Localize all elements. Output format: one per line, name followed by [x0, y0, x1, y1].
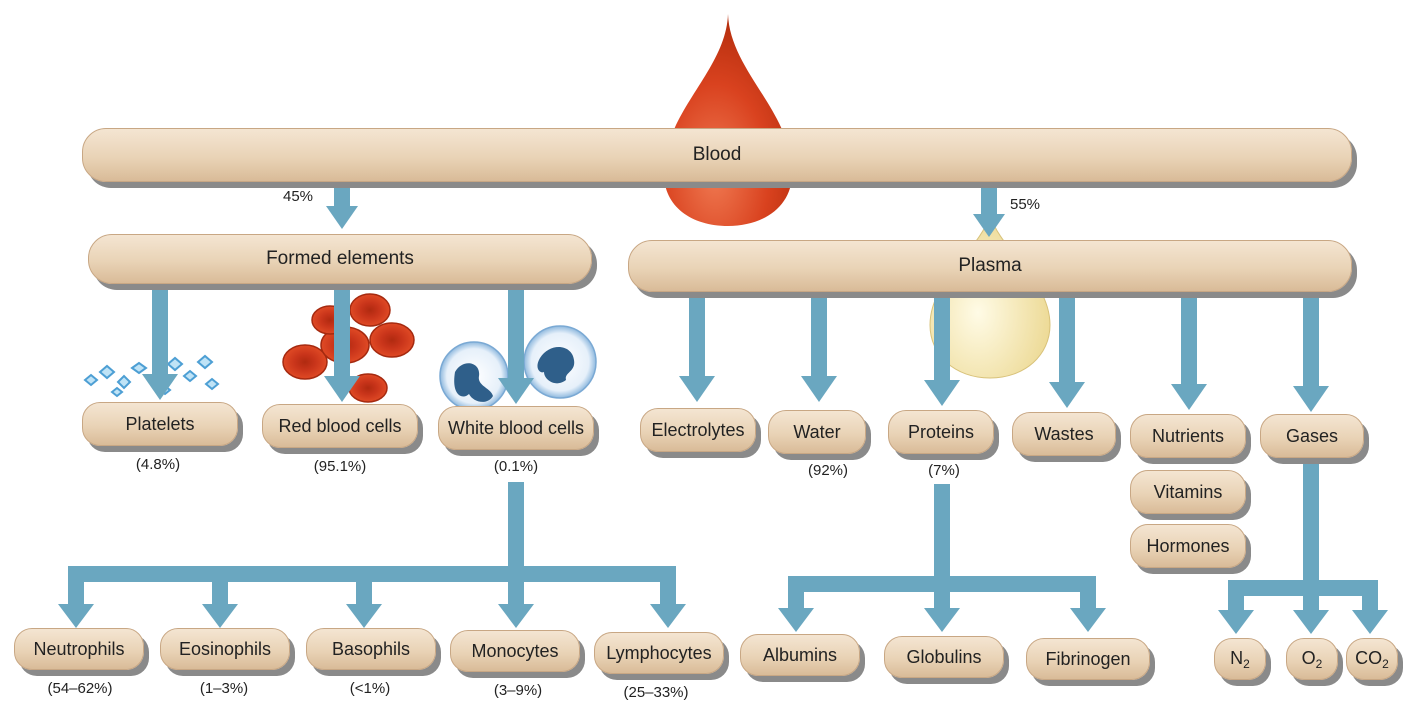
monocytes-label: Monocytes: [471, 641, 558, 662]
neutrophils-box: Neutrophils: [14, 628, 144, 670]
gases-box: Gases: [1260, 414, 1364, 458]
water-box: Water: [768, 410, 866, 454]
nutrients-label: Nutrients: [1152, 426, 1224, 447]
lymphocytes-percent: (25–33%): [623, 684, 688, 701]
proteins-box: Proteins: [888, 410, 994, 454]
proteins-percent: (7%): [928, 462, 960, 479]
blood-drop-illustration: [664, 14, 792, 226]
gases-label: Gases: [1286, 426, 1338, 447]
nutrients-box: Nutrients: [1130, 414, 1246, 458]
eosinophils-label: Eosinophils: [179, 639, 271, 660]
water-percent: (92%): [808, 462, 848, 479]
proteins-label: Proteins: [908, 422, 974, 443]
formed-elements-percent: 45%: [283, 188, 313, 205]
globulins-box: Globulins: [884, 636, 1004, 678]
neutrophils-percent: (54–62%): [47, 680, 112, 697]
electrolytes-box: Electrolytes: [640, 408, 756, 452]
platelets-box: Platelets: [82, 402, 238, 446]
carbon-dioxide-label: CO2: [1355, 648, 1389, 671]
electrolytes-label: Electrolytes: [651, 420, 744, 441]
vitamins-box: Vitamins: [1130, 470, 1246, 514]
hormones-box: Hormones: [1130, 524, 1246, 568]
wastes-box: Wastes: [1012, 412, 1116, 456]
blood-label: Blood: [693, 144, 742, 166]
blood-bar: Blood: [82, 128, 1352, 182]
plasma-bar: Plasma: [628, 240, 1352, 292]
eosinophils-percent: (1–3%): [200, 680, 248, 697]
red-blood-cells-box: Red blood cells: [262, 404, 418, 448]
plasma-percent: 55%: [1010, 196, 1040, 213]
white-blood-cells-box: White blood cells: [438, 406, 594, 450]
neutrophils-label: Neutrophils: [33, 639, 124, 660]
lymphocytes-label: Lymphocytes: [606, 643, 711, 664]
monocytes-box: Monocytes: [450, 630, 580, 672]
white-blood-cells-percent: (0.1%): [494, 458, 538, 475]
white-blood-cells-label: White blood cells: [448, 418, 584, 439]
basophils-box: Basophils: [306, 628, 436, 670]
lymphocytes-box: Lymphocytes: [594, 632, 724, 674]
red-blood-cells-percent: (95.1%): [314, 458, 367, 475]
globulins-label: Globulins: [906, 647, 981, 668]
carbon-dioxide-box: CO2: [1346, 638, 1398, 680]
nitrogen-label: N2: [1230, 648, 1250, 671]
oxygen-box: O2: [1286, 638, 1338, 680]
eosinophils-box: Eosinophils: [160, 628, 290, 670]
basophils-percent: (<1%): [350, 680, 390, 697]
basophils-label: Basophils: [332, 639, 410, 660]
plasma-label: Plasma: [958, 255, 1021, 277]
red-blood-cells-label: Red blood cells: [278, 416, 401, 437]
formed-elements-bar: Formed elements: [88, 234, 592, 284]
fibrinogen-box: Fibrinogen: [1026, 638, 1150, 680]
platelets-label: Platelets: [125, 414, 194, 435]
albumins-label: Albumins: [763, 645, 837, 666]
platelets-percent: (4.8%): [136, 456, 180, 473]
oxygen-label: O2: [1302, 648, 1323, 671]
hormones-label: Hormones: [1146, 536, 1229, 557]
monocytes-percent: (3–9%): [494, 682, 542, 699]
formed-elements-label: Formed elements: [266, 248, 414, 270]
albumins-box: Albumins: [740, 634, 860, 676]
nitrogen-box: N2: [1214, 638, 1266, 680]
fibrinogen-label: Fibrinogen: [1045, 649, 1130, 670]
vitamins-label: Vitamins: [1154, 482, 1223, 503]
wastes-label: Wastes: [1034, 424, 1093, 445]
water-label: Water: [793, 422, 840, 443]
